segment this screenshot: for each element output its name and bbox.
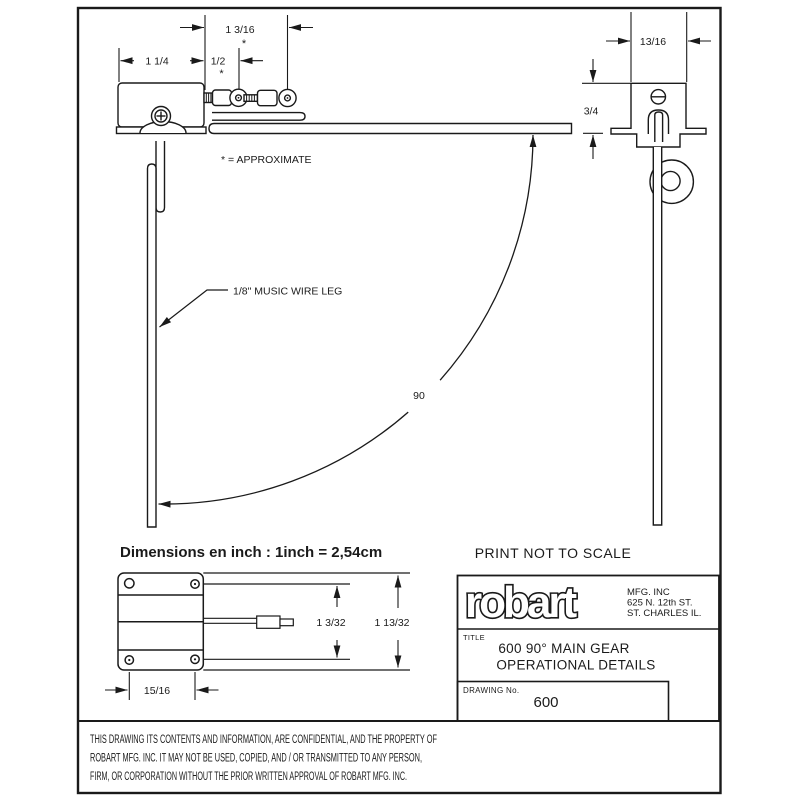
drawing-no-label: DRAWING No. xyxy=(463,686,519,695)
dim-1-13-32: 1 13/32 xyxy=(374,617,409,629)
title-label: TITLE xyxy=(463,633,485,642)
dimension-arrows xyxy=(589,37,711,159)
dim-1-2: 1/2 xyxy=(211,56,226,68)
drawing-no-value: 600 xyxy=(533,694,558,711)
main-rail-bar xyxy=(208,122,573,135)
output-shaft xyxy=(203,615,294,629)
dim-1-3-16: 1 3/16 xyxy=(225,24,254,36)
scale-note: Dimensions en inch : 1inch = 2,54cm xyxy=(120,544,382,561)
title-block xyxy=(456,574,720,722)
drawing-no-box xyxy=(456,680,670,722)
title-line-2: OPERATIONAL DETAILS xyxy=(496,658,655,673)
print-note: PRINT NOT TO SCALE xyxy=(475,545,632,561)
main-gear-front-view xyxy=(582,12,711,526)
dim-13-16: 13/16 xyxy=(640,36,666,48)
main-gear-side-view xyxy=(115,15,573,528)
clevis-barrel-2 xyxy=(256,89,278,107)
dim-1-3-32: 1 3/32 xyxy=(316,617,345,629)
upper-rail-bar xyxy=(212,111,306,121)
company-line-3: ST. CHARLES IL. xyxy=(627,608,701,619)
dim-15-16: 15/16 xyxy=(144,685,170,697)
dim-1-1-4: 1 1/4 xyxy=(145,56,169,68)
mounting-holes xyxy=(123,577,200,665)
clevis-linkage xyxy=(203,88,297,108)
wire-end-slot xyxy=(654,111,664,142)
disclaimer-line-1: THIS DRAWING ITS CONTENTS AND INFORMATIO… xyxy=(90,734,437,746)
clevis-barrel-1 xyxy=(211,89,233,107)
wire-coil-inner xyxy=(660,170,681,192)
annotations: 1 3/16 * 1 1/4 1/2 * * = APPROXIMATE 1/8… xyxy=(90,24,701,783)
leg-label-leader xyxy=(159,289,228,328)
threaded-rod xyxy=(243,94,259,103)
robart-logo: robart xyxy=(465,578,577,627)
dim-1-3-16-star: * xyxy=(242,38,247,50)
detail-top-view xyxy=(105,572,410,700)
sweep-arc xyxy=(158,134,537,508)
angle-90-label: 90 xyxy=(413,390,425,402)
projection-lines xyxy=(203,572,410,671)
company-line-2: 625 N. 12th ST. xyxy=(627,598,692,609)
dimension-arrows xyxy=(120,24,313,65)
title-line-1: 600 90° MAIN GEAR xyxy=(498,641,629,656)
dim-1-2-star: * xyxy=(219,68,224,80)
strut-stub xyxy=(155,141,166,213)
front-wire-leg xyxy=(652,147,663,526)
dimension-arrows xyxy=(105,575,402,694)
bracket-screw xyxy=(650,88,667,105)
company-line-1: MFG. INC xyxy=(627,587,670,598)
disclaimer-line-2: ROBART MFG. INC. IT MAY NOT BE USED, COP… xyxy=(90,753,422,765)
extension-lines xyxy=(128,672,196,700)
music-wire-leg xyxy=(146,163,157,528)
disclaimer-line-3: FIRM, OR CORPORATION WITHOUT THE PRIOR W… xyxy=(90,771,407,783)
dim-3-4: 3/4 xyxy=(584,106,599,118)
extension-lines xyxy=(118,15,289,90)
extension-lines xyxy=(582,12,688,134)
body-screw xyxy=(150,105,172,127)
leg-label: 1/8" MUSIC WIRE LEG xyxy=(233,286,342,298)
approx-note: * = APPROXIMATE xyxy=(221,154,312,166)
